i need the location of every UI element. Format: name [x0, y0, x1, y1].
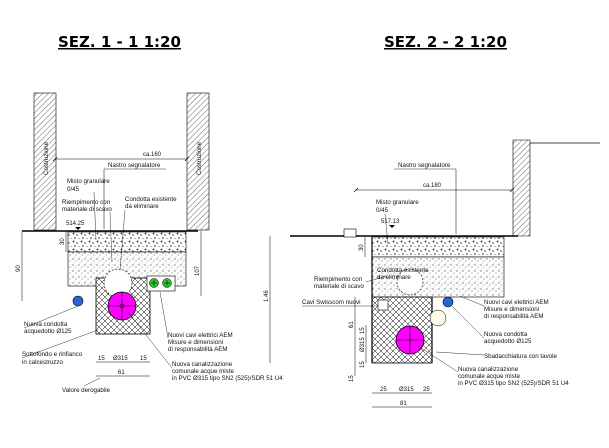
building-label-right: Costruzione: [196, 141, 203, 175]
label-elec-1-right: Nuovi cavi elettrici AEM: [484, 299, 549, 306]
dim-15-bottom-right: 15: [349, 375, 355, 382]
label-backfill-1-right: Riempimento con: [314, 276, 363, 283]
label-elec-1-left: Nuovi cavi elettrici AEM: [168, 332, 233, 339]
dim-bottom-right: 81: [400, 401, 407, 407]
gravel-layer: [67, 231, 187, 253]
section-title-left: SEZ. 1 - 1 1:20: [58, 33, 181, 51]
dim-depth-total-right: 1.46: [264, 290, 270, 302]
swisscom-cable: [377, 299, 389, 311]
backfill-layer-right: [371, 256, 505, 298]
label-ribbon-right: Nastro segnalatore: [398, 162, 451, 169]
label-water-2-left: acquedotto Ø125: [24, 328, 72, 335]
retaining-wall: [512, 139, 531, 237]
dim-total-width-right: ca.180: [423, 183, 442, 189]
dim-mid-v-right: Ø315: [360, 337, 366, 352]
label-pipe-2-right: comunale acque miste: [458, 373, 520, 380]
dim-side-b-right: 15: [360, 361, 366, 368]
label-pipe-3-right: in PVC Ø315 tipo SN2 (525)/SDR 51 U4: [458, 380, 569, 387]
section-2-2: SEZ. 2 - 2 1:20 ca.180 Nastro: [264, 33, 600, 408]
label-base-2-left: in calcestruzzo: [22, 359, 63, 366]
label-ribbon-left: Nastro segnalatore: [108, 162, 161, 169]
building-label-left: Costruzione: [43, 141, 50, 175]
label-valve-left: Valore derogabile: [62, 387, 111, 394]
section-1-1: SEZ. 1 - 1 1:20 Costruzione Costruzione: [16, 33, 283, 394]
label-existing-1-right: Condotta esistente: [377, 267, 429, 274]
label-swisscom-right: Cavi Swisscom nuovi: [302, 299, 360, 306]
label-gravel-left: Misto granulare: [67, 178, 110, 185]
label-water-1-left: Nuova condotta: [24, 321, 68, 328]
dim-side-r-left: 15: [140, 356, 147, 362]
dim-25-l-right: 25: [380, 387, 387, 393]
existing-pipe-right: [396, 268, 424, 296]
dim-depth-top-left: 30: [60, 238, 66, 245]
dim-mid-left: Ø315: [113, 356, 128, 362]
label-elec-3-right: di responsabilità AEM: [484, 313, 544, 320]
dim-vert-61-right: 61: [349, 321, 355, 328]
elevation-right: 517.13: [381, 219, 400, 225]
label-gravel-size-left: 0/45: [67, 186, 80, 193]
label-pipe-1-right: Nuova canalizzazione: [458, 366, 519, 373]
label-pipe-2-left: comunale acque miste: [172, 368, 234, 375]
dim-depth-total-left: 90: [16, 265, 22, 272]
dim-total-width-left: ca.160: [143, 152, 162, 158]
existing-pipe-small-right: [429, 309, 447, 327]
dim-bottom-left: 61: [118, 370, 125, 376]
label-base-1-left: Sottofondo e rinfianco: [22, 351, 83, 358]
wall-right: [186, 92, 210, 231]
label-backfill-1-left: Riempimento con: [62, 199, 111, 206]
label-shoring-right: Sbadacchiatura con tavole: [484, 353, 557, 360]
dim-25-r-right: 25: [423, 387, 430, 393]
label-gravel-size-right: 0/45: [376, 207, 389, 214]
gravel-layer-right: [371, 236, 505, 258]
label-water-1-right: Nuova condotta: [484, 331, 528, 338]
elevation-left: 514.25: [66, 221, 85, 227]
label-existing-1-left: Condotta esistente: [125, 196, 177, 203]
dim-depth-top-right: 30: [359, 244, 365, 251]
label-elec-3-left: di responsabilità AEM: [168, 346, 228, 353]
label-pipe-1-left: Nuova canalizzazione: [172, 361, 233, 368]
water-pipe: [72, 295, 84, 307]
label-pipe-3-left: in PVC Ø315 tipo SN2 (525)/SDR 51 U4: [172, 375, 283, 382]
label-water-2-right: acquedotto Ø125: [484, 338, 532, 345]
water-pipe-right: [442, 296, 454, 308]
dim-side-l-left: 15: [98, 356, 105, 362]
wall-left: [33, 92, 57, 231]
label-backfill-2-right: materiale di scavo: [314, 283, 364, 290]
label-elec-2-right: Misure e dimensioni: [484, 306, 539, 313]
label-elec-2-left: Misure e dimensioni: [168, 339, 223, 346]
label-backfill-2-left: materiale di scavo: [62, 206, 112, 213]
section-title-right: SEZ. 2 - 2 1:20: [384, 33, 507, 51]
dim-depth-right-left: 107: [195, 265, 201, 276]
label-gravel-right: Misto granulare: [376, 199, 419, 206]
label-existing-2-left: da eliminare: [125, 203, 159, 210]
dim-side-a-right: 15: [360, 327, 366, 334]
dim-mid-right: Ø315: [399, 387, 414, 393]
label-existing-2-right: da eliminare: [377, 274, 411, 281]
